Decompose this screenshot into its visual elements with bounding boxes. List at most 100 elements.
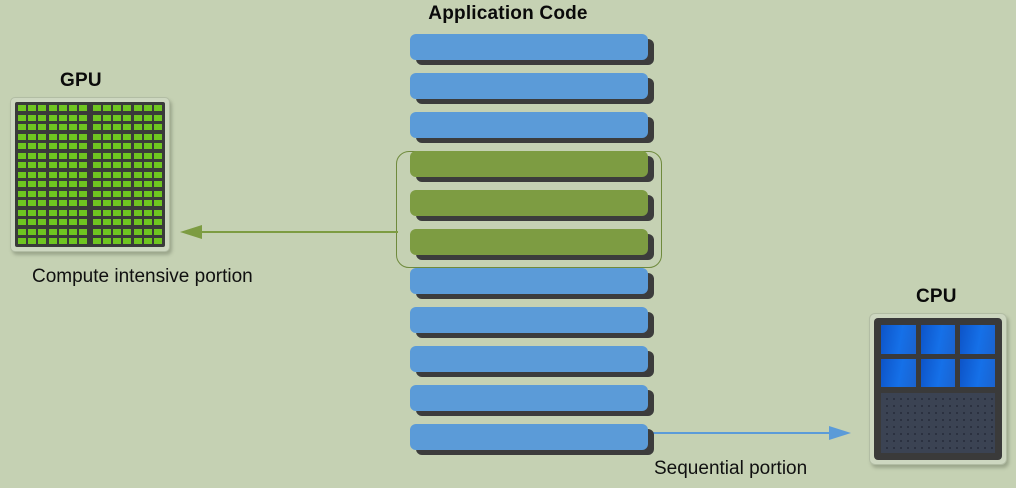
gpu-core-cell: [68, 209, 77, 216]
gpu-core-cell: [153, 238, 162, 244]
gpu-core-cell: [38, 238, 47, 244]
gpu-core-cell: [79, 114, 88, 121]
gpu-core-cell: [58, 228, 67, 235]
gpu-core-cell: [18, 190, 27, 197]
gpu-core-cell: [113, 190, 122, 197]
gpu-core-cell: [153, 200, 162, 206]
gpu-core-cell: [143, 133, 152, 140]
gpu-core-row: [18, 114, 162, 121]
gpu-core-cluster: [18, 152, 88, 159]
gpu-core-cell: [103, 200, 112, 206]
code-bar-fill-blue: [410, 112, 648, 138]
code-bar-11: [410, 424, 655, 463]
gpu-core-cell: [28, 133, 37, 140]
cpu-die: [874, 318, 1002, 460]
gpu-core-cell: [68, 152, 77, 159]
gpu-core-cell: [68, 143, 77, 149]
cpu-core-4: [881, 358, 916, 387]
cpu-core-3: [960, 325, 995, 354]
gpu-core-cluster: [92, 114, 162, 121]
gpu-core-cell: [79, 181, 88, 187]
gpu-core-cell: [28, 219, 37, 225]
gpu-core-cell: [153, 209, 162, 216]
gpu-core-cell: [68, 133, 77, 140]
gpu-core-cell: [68, 114, 77, 121]
code-bar-4: [410, 151, 655, 190]
cpu-arrow-icon: [648, 426, 851, 440]
gpu-core-cell: [48, 124, 57, 130]
gpu-core-cell: [58, 209, 67, 216]
gpu-core-cell: [48, 238, 57, 244]
gpu-core-row: [18, 105, 162, 111]
gpu-core-cell: [48, 190, 57, 197]
gpu-core-cell: [103, 143, 112, 149]
gpu-core-cell: [123, 190, 132, 197]
gpu-core-cell: [28, 190, 37, 197]
code-bar-3: [410, 112, 655, 151]
gpu-core-cell: [92, 133, 101, 140]
gpu-core-cell: [48, 181, 57, 187]
gpu-core-cell: [113, 228, 122, 235]
cpu-core-grid: [881, 325, 995, 387]
gpu-core-row: [18, 124, 162, 130]
gpu-core-cluster: [18, 124, 88, 130]
gpu-core-cell: [143, 162, 152, 168]
gpu-core-cluster: [92, 209, 162, 216]
gpu-core-cluster: [92, 124, 162, 130]
gpu-core-cell: [113, 114, 122, 121]
gpu-core-cell: [18, 171, 27, 178]
gpu-core-cell: [123, 124, 132, 130]
gpu-core-cell: [92, 171, 101, 178]
gpu-core-cell: [58, 219, 67, 225]
gpu-core-row: [18, 209, 162, 216]
gpu-core-cell: [38, 133, 47, 140]
code-bar-6: [410, 229, 655, 268]
gpu-core-cell: [113, 219, 122, 225]
gpu-core-cluster: [18, 181, 88, 187]
gpu-core-cell: [18, 152, 27, 159]
gpu-core-cell: [153, 228, 162, 235]
gpu-core-cell: [153, 219, 162, 225]
gpu-core-cell: [113, 133, 122, 140]
gpu-core-cell: [79, 228, 88, 235]
code-bar-8: [410, 307, 655, 346]
gpu-core-cell: [113, 152, 122, 159]
gpu-core-cell: [79, 200, 88, 206]
gpu-core-cell: [48, 219, 57, 225]
gpu-core-cell: [123, 181, 132, 187]
gpu-core-cell: [103, 105, 112, 111]
cpu-core-6: [960, 358, 995, 387]
gpu-core-cell: [133, 171, 142, 178]
code-bar-5: [410, 190, 655, 229]
gpu-core-cell: [92, 181, 101, 187]
gpu-core-cell: [18, 143, 27, 149]
gpu-core-cell: [79, 162, 88, 168]
gpu-core-cell: [28, 171, 37, 178]
gpu-core-cell: [79, 152, 88, 159]
gpu-core-cell: [153, 114, 162, 121]
code-bar-9: [410, 346, 655, 385]
gpu-core-cell: [28, 114, 37, 121]
gpu-core-cell: [113, 200, 122, 206]
gpu-core-cell: [79, 190, 88, 197]
gpu-core-cell: [113, 238, 122, 244]
gpu-core-cell: [123, 209, 132, 216]
gpu-core-cluster: [92, 133, 162, 140]
gpu-core-cell: [103, 209, 112, 216]
gpu-core-cluster: [18, 171, 88, 178]
gpu-core-cell: [143, 171, 152, 178]
gpu-core-cell: [48, 105, 57, 111]
gpu-core-cell: [79, 238, 88, 244]
code-bar-7: [410, 268, 655, 307]
gpu-core-cell: [68, 200, 77, 206]
gpu-core-cell: [133, 162, 142, 168]
gpu-core-cell: [28, 228, 37, 235]
gpu-core-cell: [153, 124, 162, 130]
gpu-caption: Compute intensive portion: [32, 266, 253, 287]
gpu-core-cell: [103, 124, 112, 130]
code-bar-fill-blue: [410, 424, 648, 450]
gpu-core-cell: [48, 152, 57, 159]
gpu-core-cluster: [18, 238, 88, 244]
gpu-core-cluster: [92, 228, 162, 235]
code-bar-2: [410, 73, 655, 112]
